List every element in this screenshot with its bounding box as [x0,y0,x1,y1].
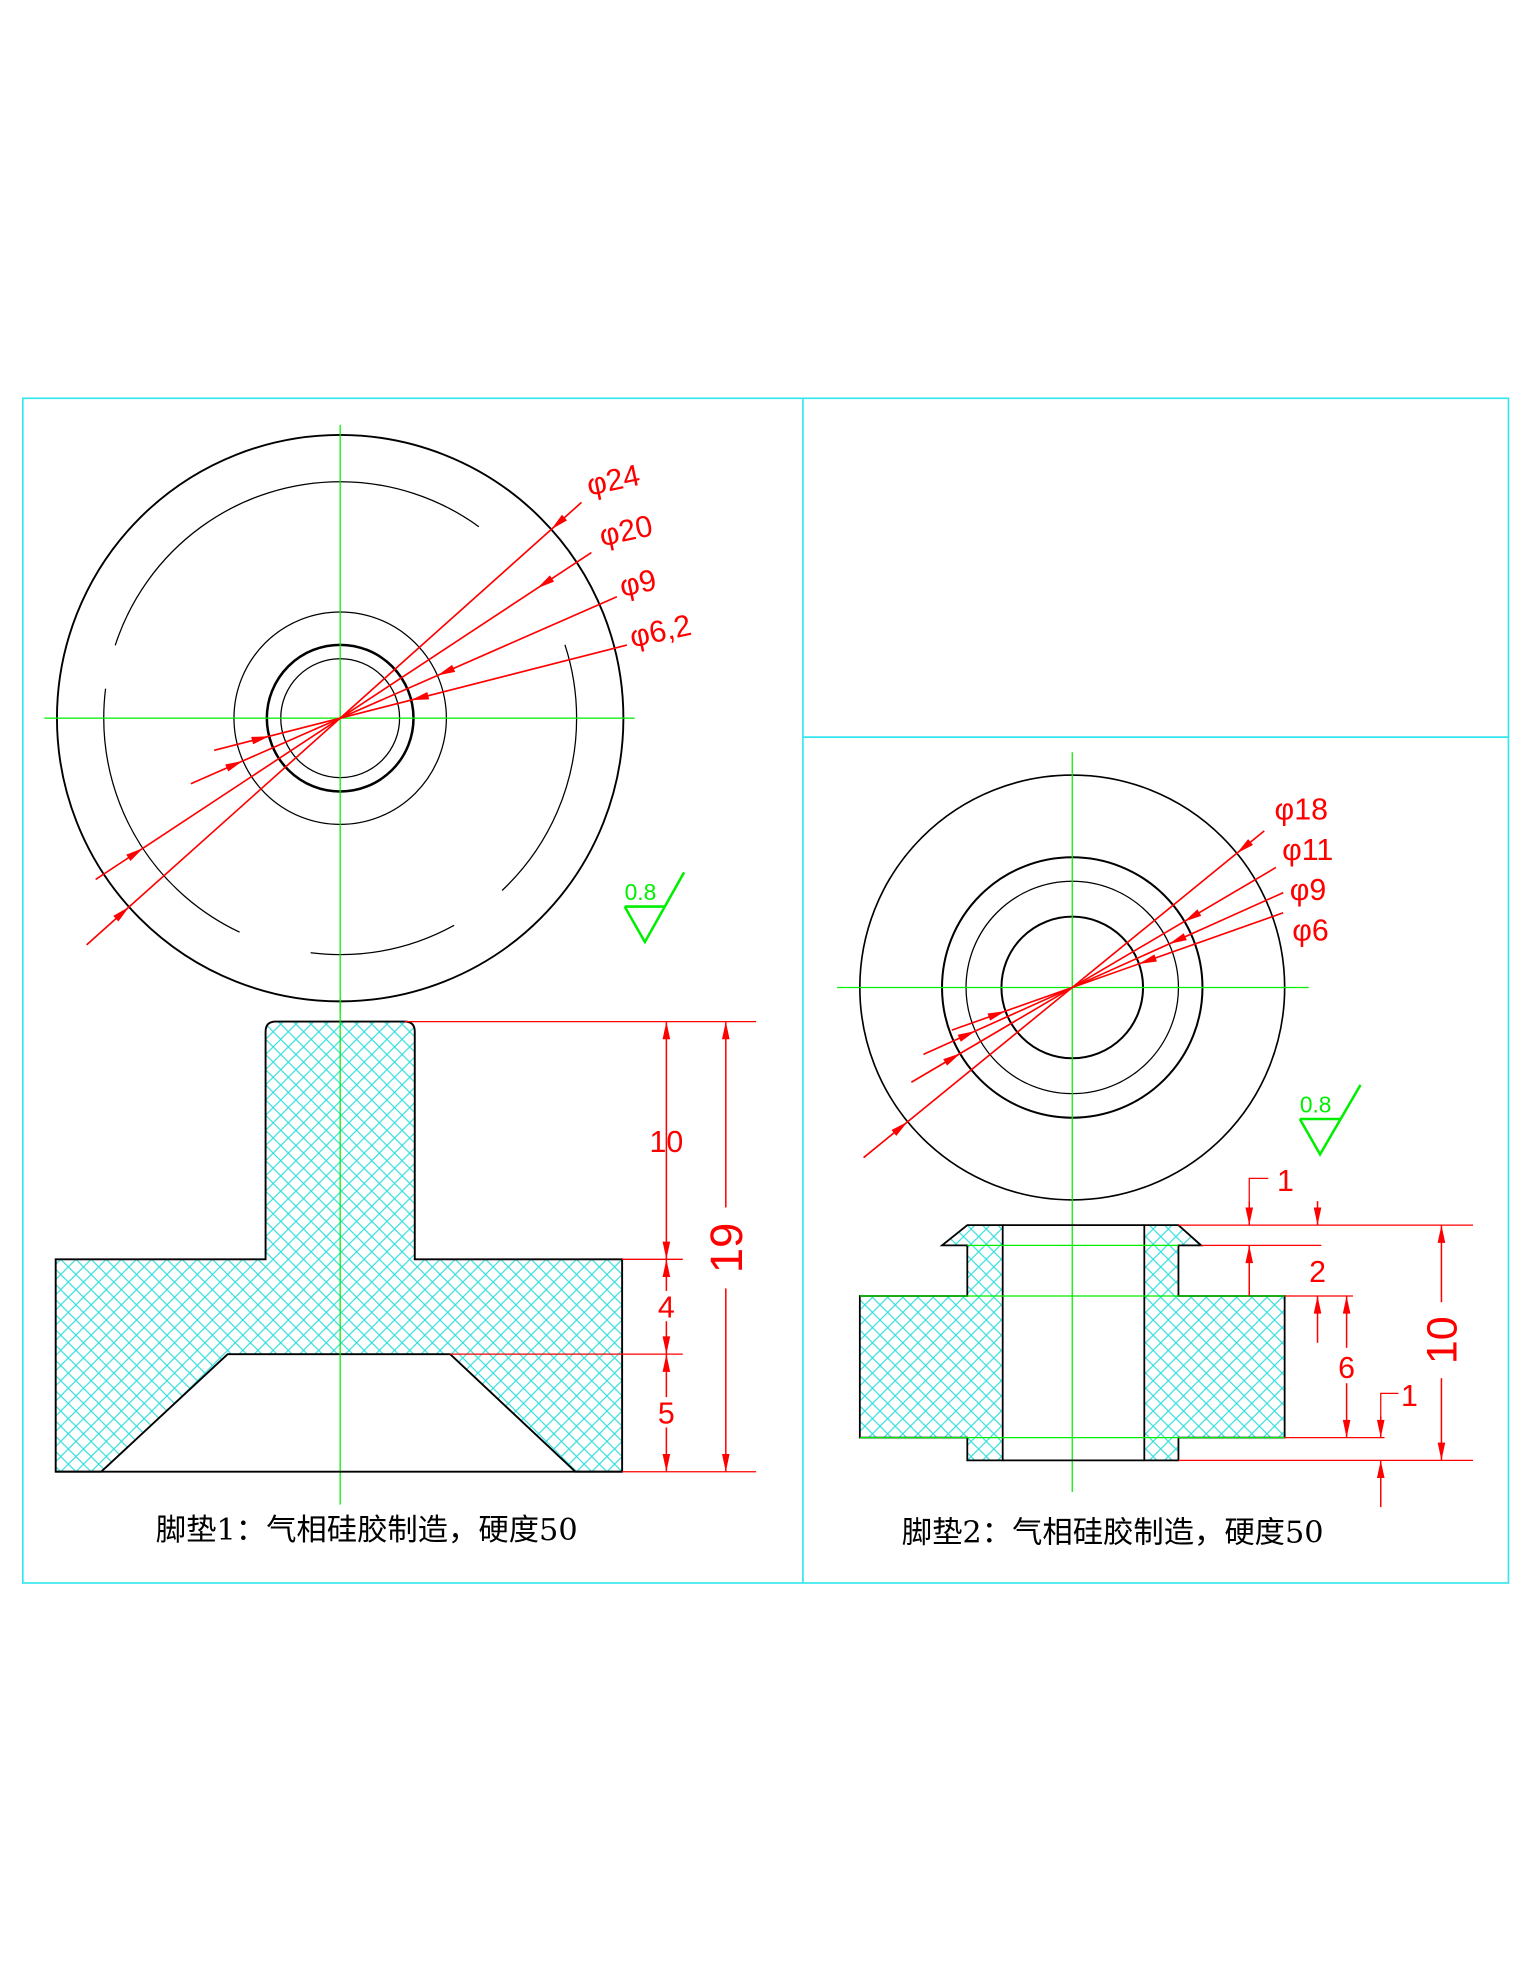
leader-arrowhead [411,692,430,701]
dimension-arrowhead [662,1454,671,1472]
part2-dim-neck: 2 [1309,1256,1326,1289]
dimension-arrowhead [1342,1419,1351,1438]
leader-arrowhead [437,664,456,676]
diameter-leader-line [951,911,1284,1031]
dimension-arrowhead [662,1241,671,1260]
leader-arrowhead [551,514,568,530]
leader-arrowhead [225,760,243,772]
diameter-leader-line [190,595,618,785]
part2-diameter-leaders: φ18 φ11 φ9 φ6 [863,793,1333,1159]
diameter-leader-line [863,830,1265,1159]
dimension-arrowhead [1376,1460,1385,1479]
part1-top-view: φ24 φ20 φ9 φ6,2 0.8 [44,424,694,1012]
dimension-arrowhead [662,1336,671,1355]
diameter-label: φ11 [1282,834,1333,867]
diameter-label: φ18 [1275,793,1328,826]
dimension-arrowhead [662,1021,671,1040]
part1-roughness-value: 0.8 [625,879,657,905]
dimension-arrowhead [662,1259,671,1278]
leader-arrowhead [537,575,555,589]
diameter-label: φ24 [584,459,643,502]
leader-arrowhead [113,906,130,922]
leader-arrowhead [251,736,270,745]
part2-roughness-value: 0.8 [1300,1092,1332,1118]
part2-section-left [858,1224,1004,1462]
diameter-label: φ9 [617,564,660,604]
dimension-arrowhead [1245,1245,1254,1264]
part2-section-view: 1 2 6 1 10 脚垫2：气相硅胶制造，硬度50 [858,1165,1474,1551]
part1-dim-total-height: 19 [701,1223,752,1274]
part1-section-view: 10 4 5 19 脚垫1：气相硅胶制造，硬度50 [54,998,757,1548]
part1-dim-base-lower: 5 [658,1398,675,1431]
leader-arrowhead [943,1053,961,1066]
dimension-arrowhead [722,1454,730,1472]
leader-arrowhead [957,1031,976,1042]
part2-roughness-symbol: 0.8 [1298,1084,1362,1157]
part2-caption: 脚垫2：气相硅胶制造，硬度50 [902,1516,1324,1551]
part2-dim-flange-top: 1 [1277,1165,1294,1198]
dimension-arrowhead [1313,1295,1322,1314]
leader-arrowhead [1184,909,1202,922]
dimension-arrowhead [1342,1295,1351,1314]
diameter-leader-line [86,501,583,946]
part1-diameter-leaders: φ24 φ20 φ9 φ6,2 [86,459,694,946]
leader-arrowhead [126,848,144,861]
diameter-label: φ6 [1292,915,1329,948]
dimension-arrowhead [1437,1442,1446,1461]
part1-roughness-symbol: 0.8 [623,871,686,945]
dimension-arrowhead [1313,1207,1322,1226]
diameter-leader-line [923,891,1284,1056]
leader-arrowhead [1138,954,1157,964]
part1-caption: 脚垫1：气相硅胶制造，硬度50 [156,1513,578,1548]
diameter-label: φ6,2 [627,609,694,654]
leader-arrowhead [1169,933,1187,944]
dimension-arrowhead [1437,1225,1446,1243]
dimension-arrowhead [662,1354,671,1372]
part2-dim-total-height: 10 [1419,1316,1467,1364]
diameter-label: φ9 [1290,874,1327,907]
leader-arrowhead [1236,839,1253,854]
part1-section-body [54,1020,624,1473]
part1-dim-base-upper: 4 [658,1291,675,1324]
leader-arrowhead [987,1011,1006,1021]
part2-top-view: φ18 φ11 φ9 φ6 0.8 [837,752,1362,1492]
part2-dim-body: 6 [1338,1352,1355,1385]
dimension-arrowhead [1376,1419,1385,1438]
part1-dim-stem-height: 10 [650,1126,684,1159]
diameter-leader-line [910,866,1277,1083]
diameter-label: φ20 [596,510,655,553]
part2-dim-bottom-lip: 1 [1401,1380,1418,1413]
leader-arrowhead [891,1121,908,1136]
dimension-arrowhead [722,1021,730,1040]
drawing-frame [21,397,1510,1584]
part2-section-right [1143,1224,1286,1462]
dimension-arrowhead [1245,1207,1254,1226]
